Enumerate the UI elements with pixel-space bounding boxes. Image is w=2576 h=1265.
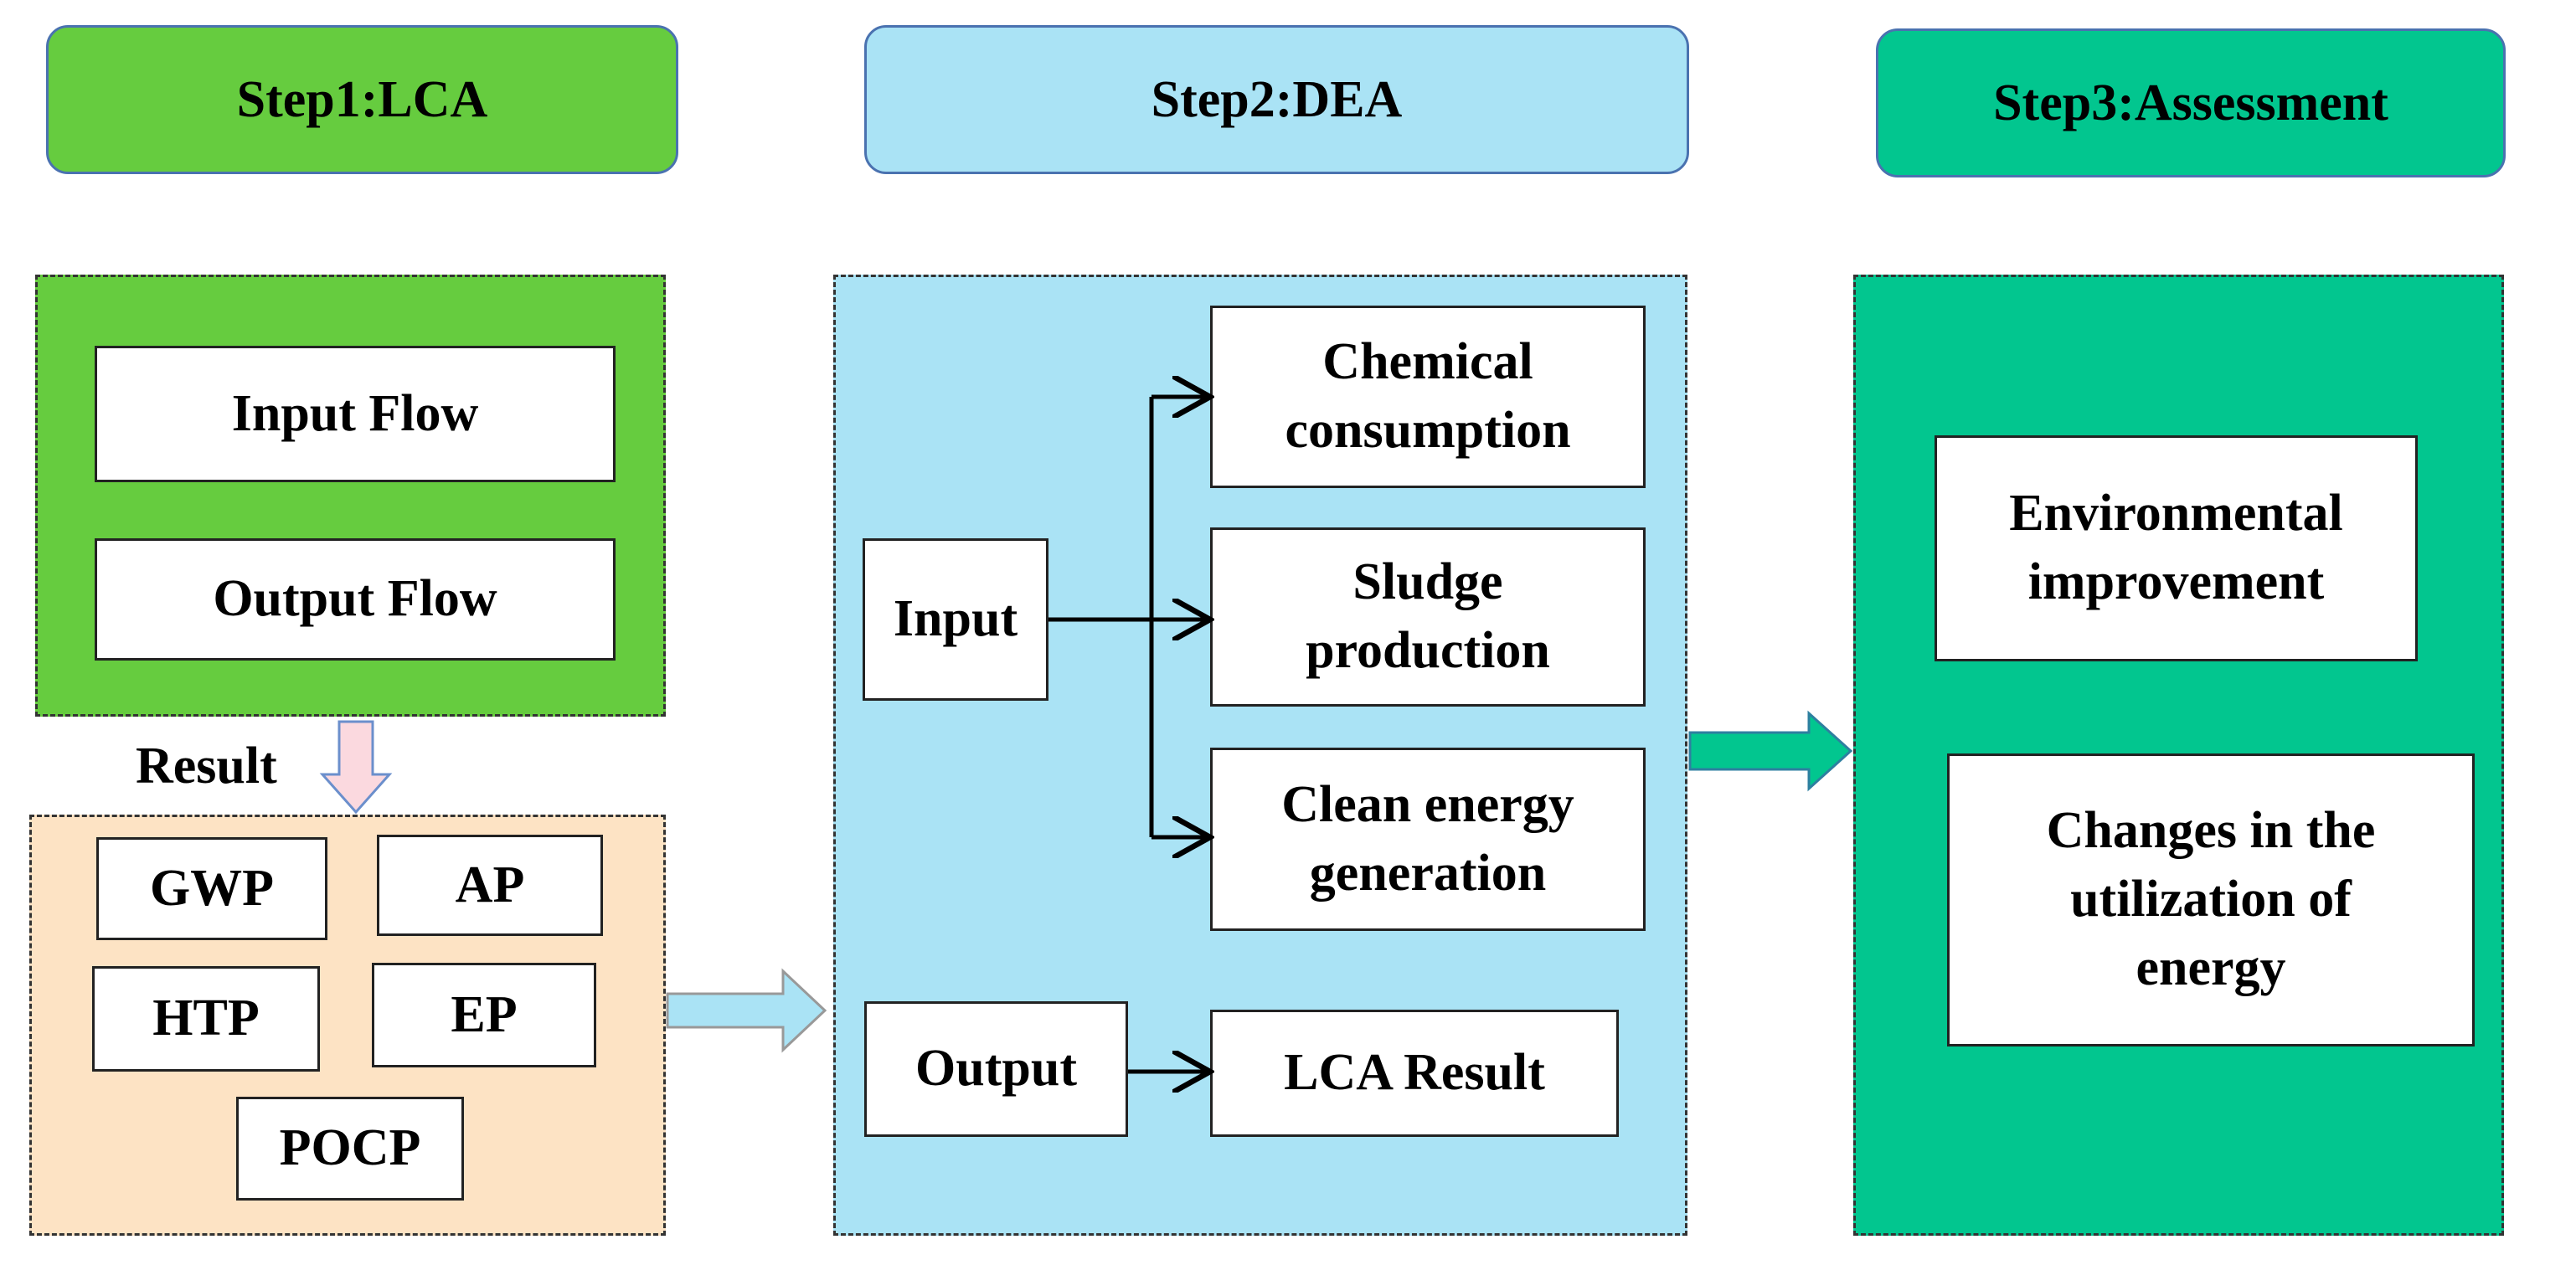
pocp-box: POCP: [236, 1097, 464, 1201]
htp-box: HTP: [92, 966, 320, 1072]
dea-to-assessment-arrow: [1688, 710, 1853, 792]
environmental-improvement-box: Environmental improvement: [1935, 435, 2418, 661]
ap-box: AP: [377, 835, 603, 936]
sludge-production-box: Sludge production: [1210, 527, 1646, 707]
ep-box: EP: [372, 963, 596, 1067]
energy-utilization-changes-box: Changes in the utilization of energy: [1947, 753, 2475, 1046]
dea-output-box: Output: [864, 1001, 1128, 1137]
step3-header: Step3:Assessment: [1876, 28, 2506, 177]
output-flow-box: Output Flow: [95, 538, 616, 661]
clean-energy-generation-box: Clean energy generation: [1210, 748, 1646, 931]
step2-header: Step2:DEA: [864, 25, 1689, 174]
result-label: Result: [136, 738, 277, 794]
step1-header: Step1:LCA: [46, 25, 678, 174]
input-flow-box: Input Flow: [95, 346, 616, 482]
chemical-consumption-box: Chemical consumption: [1210, 306, 1646, 488]
result-down-arrow: [319, 720, 393, 815]
dea-input-box: Input: [863, 538, 1048, 701]
lca-result-box: LCA Result: [1210, 1010, 1619, 1137]
results-to-dea-arrow: [666, 968, 827, 1053]
gwp-box: GWP: [96, 837, 327, 940]
